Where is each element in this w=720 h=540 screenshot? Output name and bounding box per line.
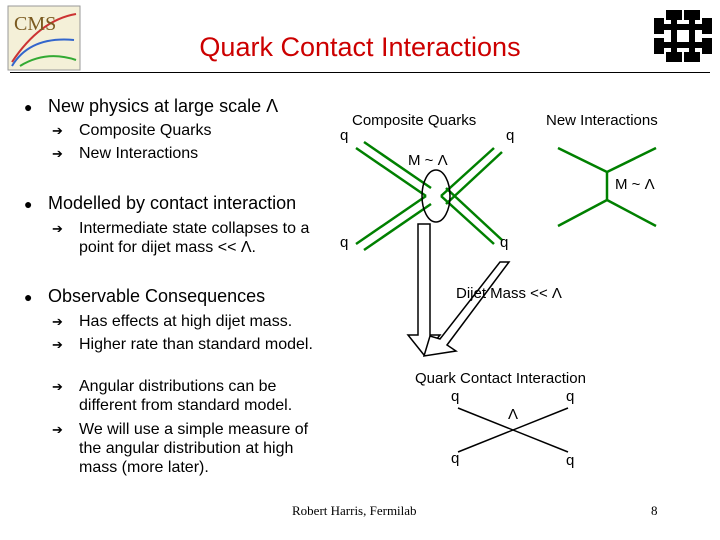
bullet-observable: Observable Consequences <box>48 286 266 306</box>
svg-text:CMS: CMS <box>14 13 56 35</box>
contact-lambda-label: Λ <box>508 406 519 423</box>
mass-scale-label-new: M ~ Λ <box>615 176 655 193</box>
contact-interaction-diagram <box>457 407 569 453</box>
bullet-marker: ● <box>24 196 33 212</box>
sub-new-interactions: New Interactions <box>79 145 199 162</box>
contact-quark-top-left: q <box>451 388 460 405</box>
sub-composite-quarks: Composite Quarks <box>79 122 212 139</box>
sub-arrow-icon: ➔ <box>52 314 63 329</box>
collapse-arrow-left <box>406 223 442 357</box>
fermilab-logo <box>654 10 712 62</box>
new-interactions-label: New Interactions <box>546 112 658 129</box>
cms-logo: CMS <box>7 5 81 71</box>
bullet-marker: ● <box>24 99 33 115</box>
slide-title: Quark Contact Interactions <box>199 32 521 62</box>
sub-arrow-icon: ➔ <box>52 123 63 138</box>
contact-quark-bottom-left: q <box>451 450 460 467</box>
composite-quarks-diagram <box>355 140 503 252</box>
dijet-mass-label: Dijet Mass << Λ <box>456 285 562 302</box>
sub-angular: Angular distributions can be different f… <box>79 378 293 414</box>
bullet-modelled: Modelled by contact interaction <box>48 193 297 213</box>
sub-simple-measure: We will use a simple measure of the angu… <box>79 421 309 476</box>
sub-arrow-icon: ➔ <box>52 337 63 352</box>
sub-arrow-icon: ➔ <box>52 422 63 437</box>
title-underline <box>10 72 710 73</box>
quark-label-bottom-left: q <box>340 234 349 251</box>
sub-higher-rate: Higher rate than standard model. <box>79 336 313 353</box>
footer-author: Robert Harris, Fermilab <box>292 503 417 518</box>
quark-label-top-right: q <box>506 127 515 144</box>
sub-intermediate-state: Intermediate state collapses to a point … <box>79 220 310 256</box>
sub-arrow-icon: ➔ <box>52 146 63 161</box>
composite-quarks-label: Composite Quarks <box>352 112 477 129</box>
bullet-new-physics: New physics at large scale Λ <box>48 96 279 116</box>
quark-label-top-left: q <box>340 127 349 144</box>
sub-arrow-icon: ➔ <box>52 379 63 394</box>
mass-scale-label-composite: M ~ Λ <box>408 152 448 169</box>
quark-label-bottom-right: q <box>500 234 509 251</box>
contact-quark-top-right: q <box>566 388 575 405</box>
collapse-arrow-right <box>422 261 511 357</box>
page-number: 8 <box>651 503 658 518</box>
bullet-marker: ● <box>24 289 33 305</box>
contact-quark-bottom-right: q <box>566 452 575 469</box>
new-interactions-diagram <box>557 146 657 228</box>
sub-high-dijet: Has effects at high dijet mass. <box>79 313 293 330</box>
sub-arrow-icon: ➔ <box>52 221 63 236</box>
contact-interaction-label: Quark Contact Interaction <box>415 370 586 387</box>
